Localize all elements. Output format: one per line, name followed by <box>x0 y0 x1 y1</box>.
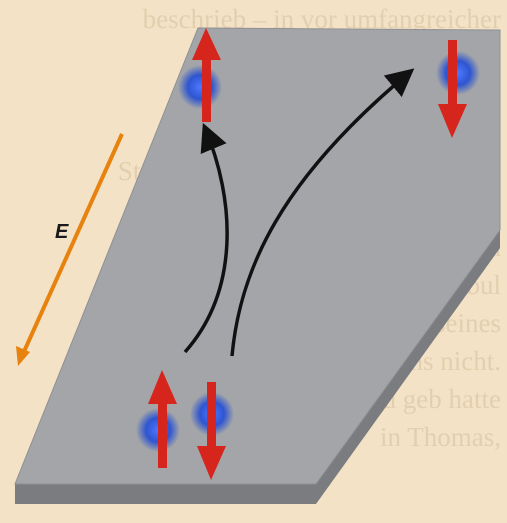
spin-arrow-up-bottom-left <box>148 370 177 468</box>
electric-field-arrow <box>20 133 124 357</box>
spin-arrow-down-top-right <box>438 40 467 138</box>
electric-field-arrowhead <box>16 346 30 366</box>
electron-top-right <box>436 51 480 95</box>
plate-side <box>15 230 500 504</box>
spin-arrow-up-top-left <box>192 28 221 122</box>
electron-top-left <box>178 65 222 109</box>
spin-arrow-down-bottom-right <box>197 382 226 480</box>
field-label-e: E <box>55 221 69 243</box>
trajectory-right <box>230 68 415 357</box>
trajectory-left <box>183 122 229 354</box>
